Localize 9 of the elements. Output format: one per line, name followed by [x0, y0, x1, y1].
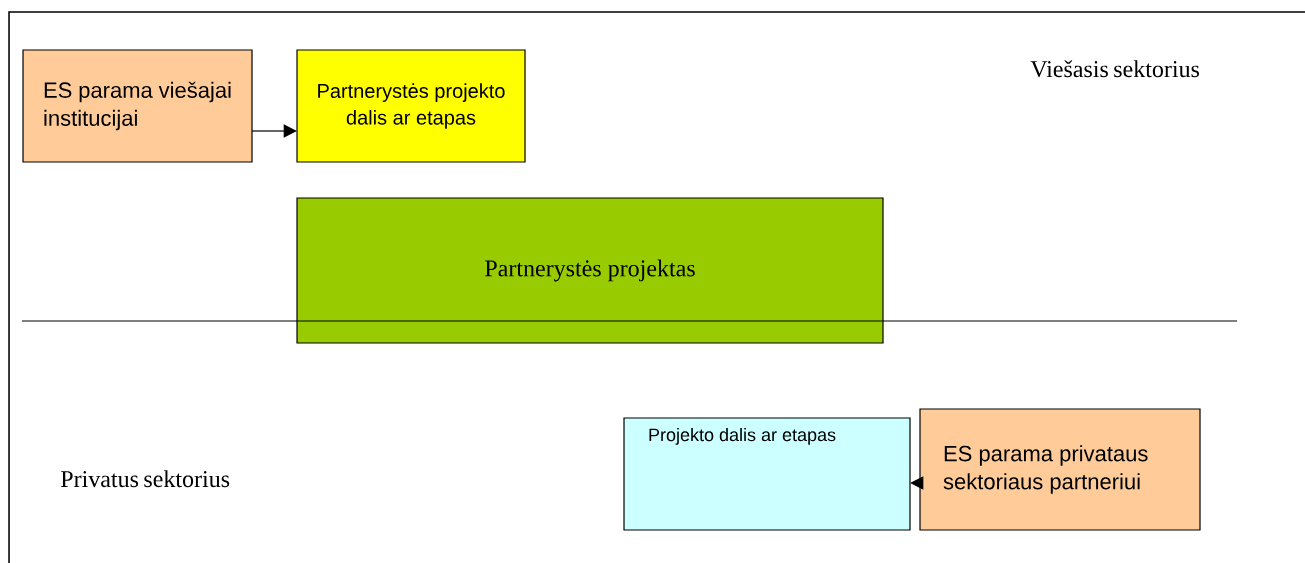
- process-box: Partnerystės projekto dalis ar etapas: [296, 49, 526, 163]
- process-box: ES parama privataus sektoriaus partneriui: [919, 408, 1201, 531]
- arrow: [251, 124, 297, 138]
- project-box: Partnerystės projektas: [296, 197, 884, 344]
- process-box: Projekto dalis ar etapas: [623, 417, 911, 531]
- sector-label: Viešasis sektorius: [1030, 60, 1200, 78]
- sector-label: Privatus sektorius: [60, 470, 230, 488]
- process-box: ES parama viešajai institucijai: [22, 49, 253, 163]
- arrow: [910, 476, 924, 490]
